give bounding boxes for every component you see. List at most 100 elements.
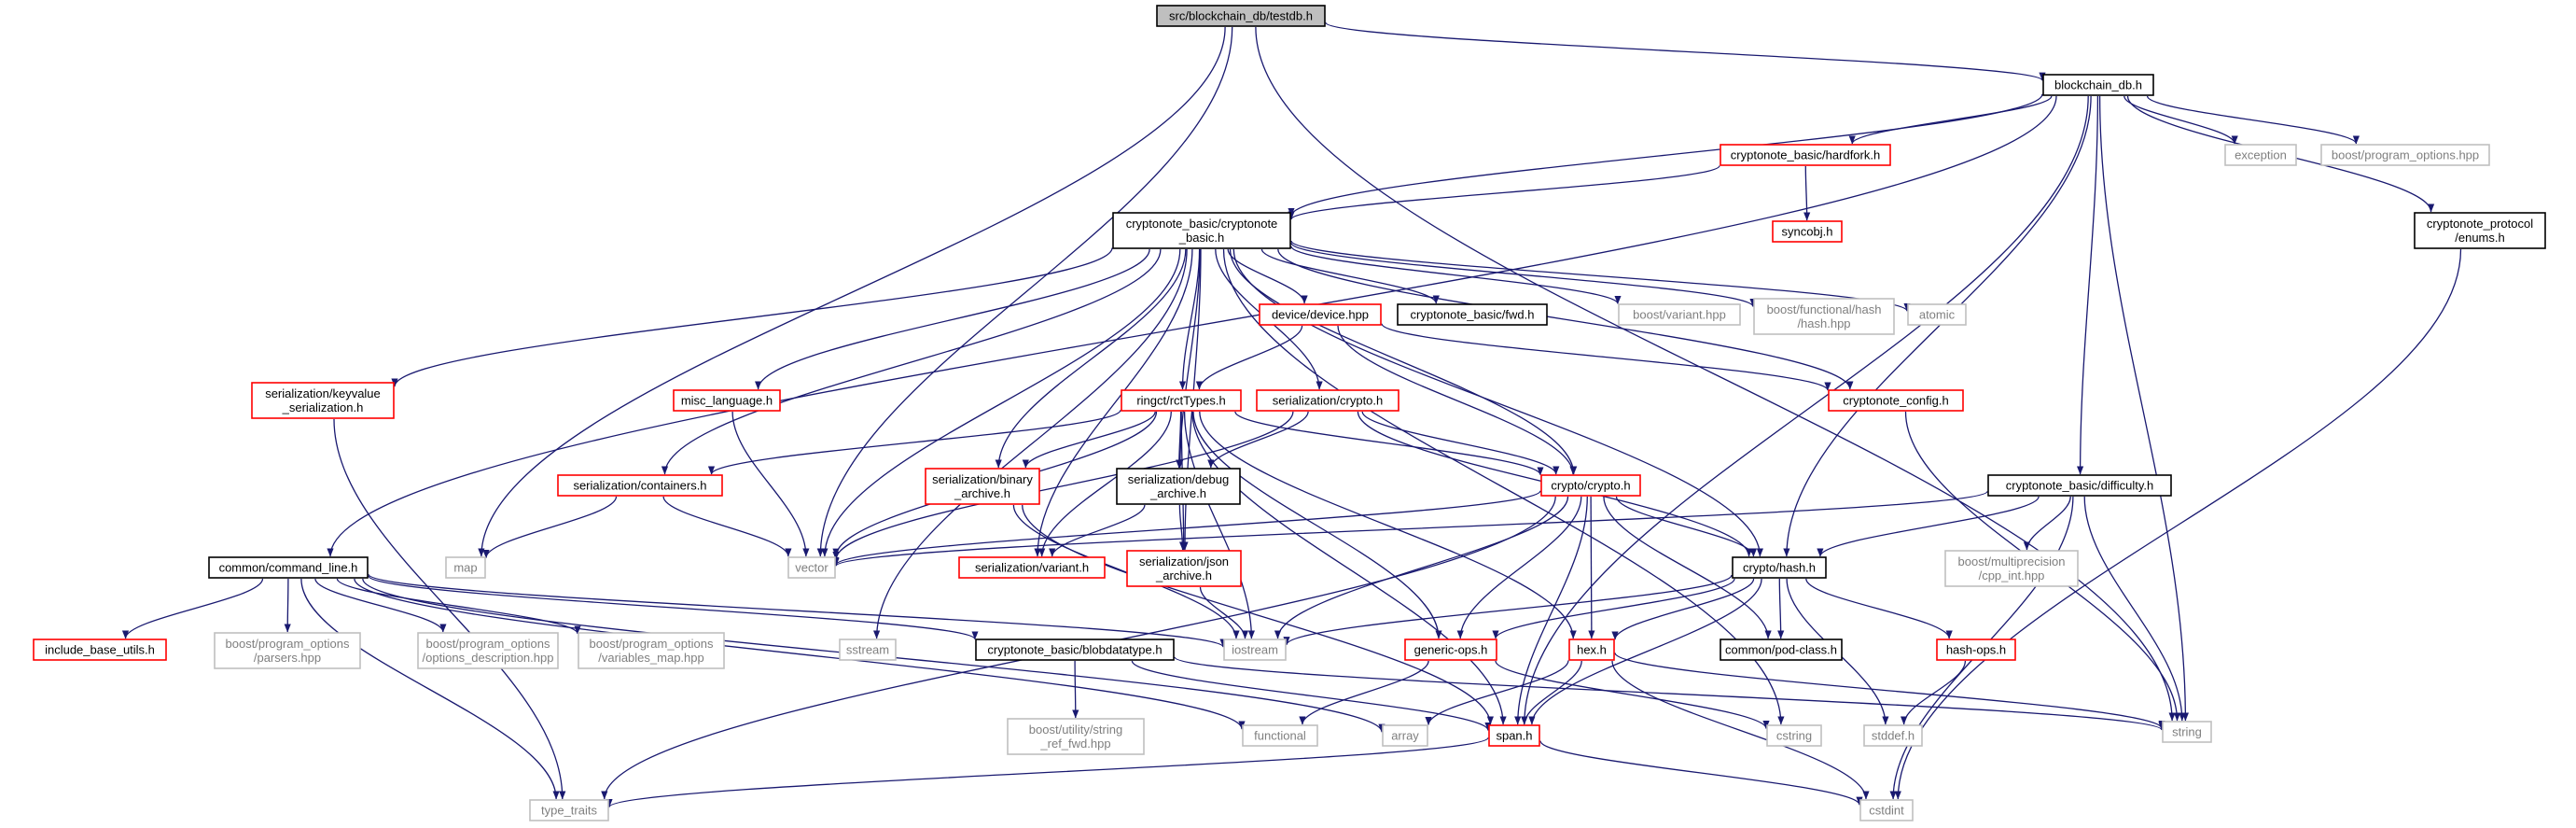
node-pod-class[interactable]: common/pod-class.h: [1720, 639, 1843, 661]
edge-blockchain_db-to-cn_basic: [1288, 93, 2043, 217]
node-box: [1256, 389, 1399, 412]
node-box: [1112, 212, 1291, 249]
edge-misc_language-to-vector: [731, 411, 810, 557]
node-ser-crypto[interactable]: serialization/crypto.h: [1256, 389, 1399, 412]
node-label: boost/variant.hpp: [1633, 308, 1726, 322]
node-box: [1772, 220, 1843, 243]
node-device[interactable]: device/device.hpp: [1259, 303, 1382, 326]
node-cn-config[interactable]: cryptonote_config.h: [1828, 389, 1964, 412]
node-rct-types[interactable]: ringct/rctTypes.h: [1121, 389, 1242, 412]
edge-blockchain_db-to-span: [1521, 95, 2089, 725]
node-label: type_traits: [541, 804, 597, 818]
node-crypto-crypto[interactable]: crypto/crypto.h: [1540, 474, 1641, 497]
node-program-options: boost/program_options.hpp: [2320, 144, 2490, 166]
edge-crypto_crypto-to-crypto_hash: [1615, 496, 1758, 557]
node-blobdatatype[interactable]: cryptonote_basic/blobdatatype.h: [975, 639, 1175, 661]
node-label: cryptonote_config.h: [1843, 394, 1948, 408]
node-ser-binary[interactable]: serialization/binary_archive.h: [925, 468, 1040, 505]
node-label: boost/multiprecision: [1958, 554, 2066, 568]
node-box: [839, 639, 897, 661]
node-hash-ops[interactable]: hash-ops.h: [1936, 639, 2016, 661]
node-hardfork[interactable]: cryptonote_basic/hardfork.h: [1720, 144, 1891, 166]
edge-rct_types-to-ser_binary: [1022, 411, 1156, 469]
edge-rct_types-to-ser_containers: [708, 409, 1121, 475]
node-ser-debug[interactable]: serialization/debug_archive.h: [1116, 468, 1241, 505]
node-cn-basic[interactable]: cryptonote_basic/cryptonote_basic.h: [1112, 212, 1291, 249]
edge-cn_basic-to-kv_ser: [391, 247, 1113, 387]
node-root[interactable]: src/blockchain_db/testdb.h: [1156, 5, 1326, 27]
node-functional: functional: [1242, 724, 1318, 747]
edge-crypto_crypto-to-iostream: [1274, 496, 1569, 639]
node-label: cryptonote_basic/blobdatatype.h: [987, 643, 1162, 657]
node-generic-ops[interactable]: generic-ops.h: [1404, 639, 1497, 661]
node-include-base-utils[interactable]: include_base_utils.h: [33, 639, 167, 661]
node-cn-fwd[interactable]: cryptonote_basic/fwd.h: [1397, 303, 1548, 326]
node-syncobj[interactable]: syncobj.h: [1772, 220, 1843, 243]
node-crypto-hash[interactable]: crypto/hash.h: [1732, 556, 1827, 579]
edge-command_line-to-functional: [354, 578, 1246, 730]
node-label: cryptonote_protocol: [2427, 217, 2533, 231]
node-hex[interactable]: hex.h: [1568, 639, 1615, 661]
node-layer: src/blockchain_db/testdb.h blockchain_db.…: [33, 5, 2546, 821]
node-command-line[interactable]: common/command_line.h: [208, 556, 369, 579]
edge-span-to-type_traits: [606, 737, 1489, 808]
node-label: cstring: [1776, 729, 1812, 743]
node-label: sstream: [846, 643, 889, 657]
node-box: [1720, 639, 1843, 661]
node-label: misc_language.h: [681, 394, 773, 408]
node-box: [1488, 724, 1540, 747]
node-box: [1863, 724, 1923, 747]
node-box: [1944, 550, 2079, 587]
node-misc-language[interactable]: misc_language.h: [673, 389, 781, 412]
edge-root-to-string: [1255, 26, 2176, 722]
node-cstring: cstring: [1766, 724, 1822, 747]
edge-cn_basic-to-rct_types: [1178, 248, 1201, 390]
node-ser-containers[interactable]: serialization/containers.h: [557, 474, 723, 497]
edge-ser_json-to-iostream: [1199, 586, 1249, 639]
edge-cn_difficulty-to-multiprecision: [2023, 496, 2071, 551]
node-boost-hash: boost/functional/hash/hash.hpp: [1753, 298, 1895, 335]
node-box: [1568, 639, 1615, 661]
edge-ser_debug-to-ser_json: [1178, 504, 1187, 551]
node-label: generic-ops.h: [1414, 643, 1488, 657]
edge-cn_basic-to-misc_language: [755, 248, 1150, 390]
node-label: crypto/hash.h: [1743, 561, 1816, 575]
node-ser-variant[interactable]: serialization/variant.h: [958, 556, 1106, 579]
node-box: [1936, 639, 2016, 661]
node-label: string: [2172, 725, 2202, 739]
edge-blockchain_db-to-cn_difficulty: [2077, 95, 2099, 475]
edge-cn_basic-to-ser_variant: [1034, 248, 1193, 557]
edge-crypto_hash-to-generic_ops: [1492, 578, 1735, 639]
node-label: boost/program_options.hpp: [2332, 148, 2479, 162]
node-array: array: [1382, 724, 1428, 747]
node-label: functional: [1254, 729, 1306, 743]
edge-device-to-crypto_crypto: [1337, 325, 1577, 475]
node-box: [557, 474, 723, 497]
node-box: [1828, 389, 1964, 412]
node-cn-difficulty[interactable]: cryptonote_basic/difficulty.h: [1987, 474, 2172, 497]
edge-blockchain_db-to-program_options: [2146, 95, 2360, 145]
edge-cn_basic-to-boost_hash: [1290, 242, 1757, 308]
edge-cn_basic-to-vector: [821, 248, 1181, 557]
node-blockchain-db[interactable]: blockchain_db.h: [2042, 74, 2154, 96]
node-span[interactable]: span.h: [1488, 724, 1540, 747]
node-box: [1223, 639, 1287, 661]
node-protocol-enums[interactable]: cryptonote_protocol/enums.h: [2414, 212, 2546, 249]
edge-protocol_enums-to-cstdint: [1894, 248, 2462, 800]
node-label: /hash.hpp: [1797, 316, 1850, 330]
edge-rct_types-to-iostream: [1183, 411, 1255, 639]
node-kv-ser[interactable]: serialization/keyvalue_serialization.h: [251, 382, 395, 419]
node-box: [1259, 303, 1382, 326]
edge-cn_difficulty-to-string: [2083, 496, 2186, 722]
edge-hardfork-to-syncobj: [1803, 165, 1811, 221]
edge-blockchain_db-to-command_line: [327, 95, 2057, 557]
node-box: [208, 556, 369, 579]
node-box: [1540, 474, 1641, 497]
node-label: vector: [795, 561, 828, 575]
edge-hex-to-span: [1521, 660, 1582, 725]
edge-rct_types-to-crypto_crypto: [1234, 411, 1544, 476]
node-ser-json[interactable]: serialization/json_archive.h: [1126, 550, 1242, 587]
node-label: device/device.hpp: [1272, 308, 1369, 322]
edge-crypto_crypto-to-generic_ops: [1456, 496, 1582, 639]
node-iostream: iostream: [1223, 639, 1287, 661]
